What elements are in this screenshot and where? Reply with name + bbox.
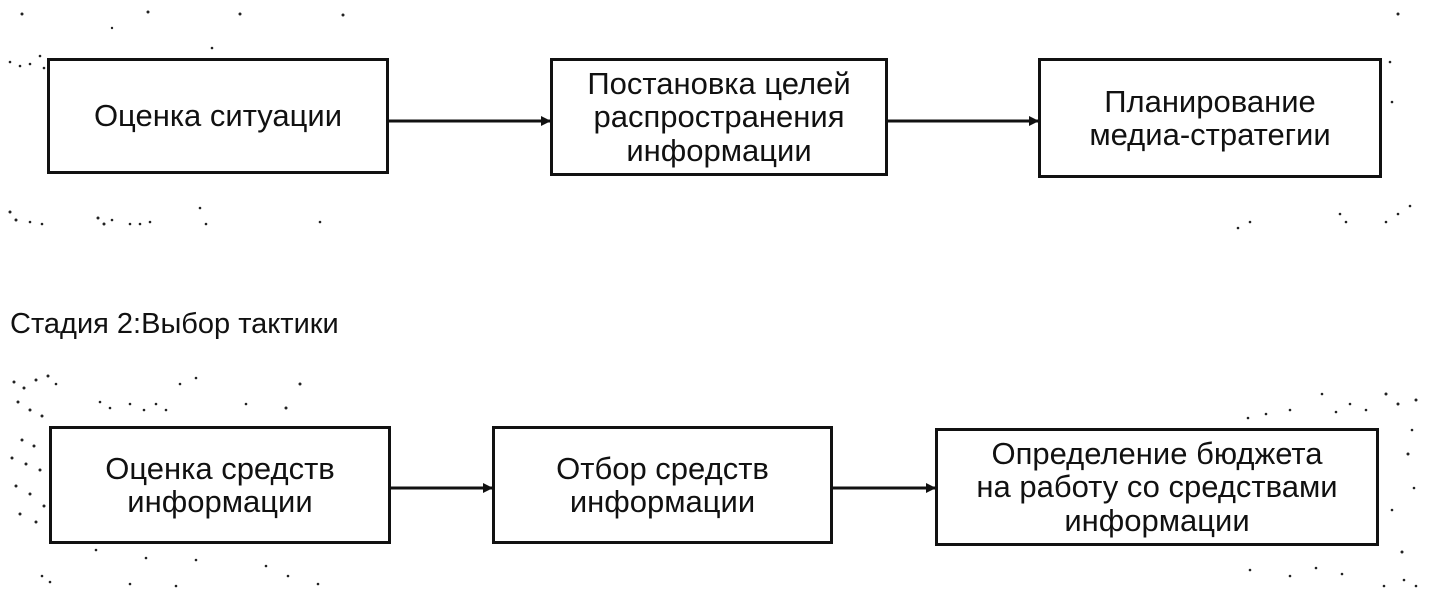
stage2-box-media-assessment: Оценка средств информации — [49, 426, 391, 544]
stage1-box-situation-assessment: Оценка ситуации — [47, 58, 389, 174]
stage1-box-media-strategy: Планирование медиа-стратегии — [1038, 58, 1382, 178]
stage1-box-goal-setting: Постановка целей распространения информа… — [550, 58, 888, 176]
stage2-box-budget-definition: Определение бюджета на работу со средств… — [935, 428, 1379, 546]
stage2-title: Стадия 2:Выбор тактики — [10, 308, 339, 340]
stage2-box-media-selection: Отбор средств информации — [492, 426, 833, 544]
